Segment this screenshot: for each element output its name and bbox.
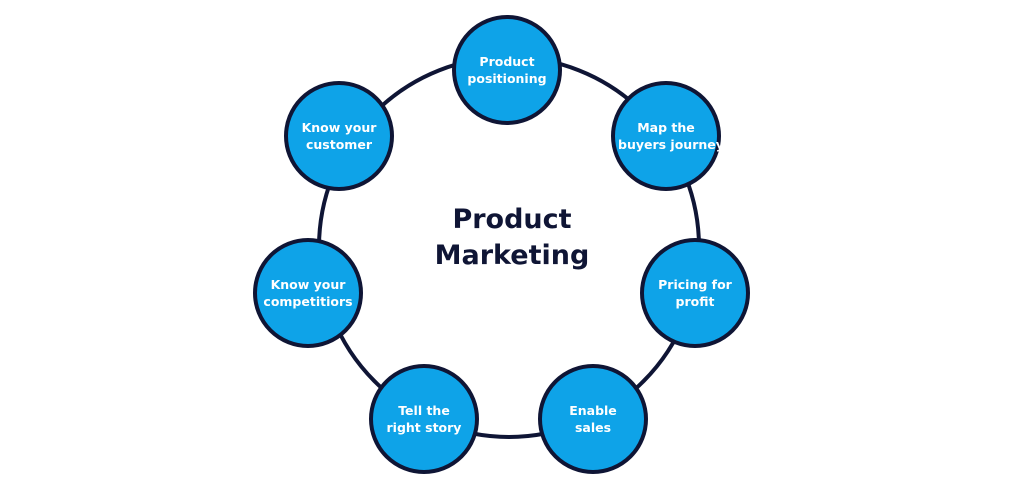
node-label-line-1: Pricing for: [658, 277, 732, 292]
node-label: Enable sales: [545, 402, 641, 436]
node-know-your-competitors: Know your competitiors: [253, 238, 363, 348]
node-label-line-1: Enable: [569, 403, 617, 418]
node-label-line-2: buyers journey: [618, 137, 724, 152]
node-pricing-for-profit: Pricing for profit: [640, 238, 750, 348]
node-label-line-2: sales: [574, 420, 612, 435]
node-label-line-2: competitiors: [263, 294, 353, 309]
node-map-buyers-journey: Map the buyers journey: [611, 81, 724, 191]
node-enable-sales: Enable sales: [538, 364, 648, 474]
node-label-line-1: Map the: [637, 120, 695, 135]
node-label-line-1: Know your: [270, 277, 346, 292]
node-label-line-1: Tell the: [398, 403, 450, 418]
node-label: Know your competitiors: [260, 276, 356, 310]
node-label: Know your customer: [291, 119, 387, 153]
node-tell-the-right-story: Tell the right story: [369, 364, 479, 474]
node-know-your-customer: Know your customer: [284, 81, 394, 191]
center-title-line-1: Product: [452, 204, 572, 235]
node-label: Tell the right story: [376, 402, 472, 436]
node-label-line-2: profit: [675, 294, 715, 309]
node-label-line-2: positioning: [467, 71, 547, 86]
node-label-line-1: Know your: [301, 120, 377, 135]
node-label-line-2: right story: [386, 420, 462, 435]
node-label: Product positioning: [459, 53, 555, 87]
center-title: Product Marketing: [412, 202, 612, 274]
node-product-positioning: Product positioning: [452, 15, 562, 125]
node-label-line-1: Product: [479, 54, 535, 69]
node-label: Pricing for profit: [647, 276, 743, 310]
node-label: Map the buyers journey: [618, 119, 724, 153]
center-title-line-2: Marketing: [434, 240, 590, 271]
node-label-line-2: customer: [306, 137, 372, 152]
